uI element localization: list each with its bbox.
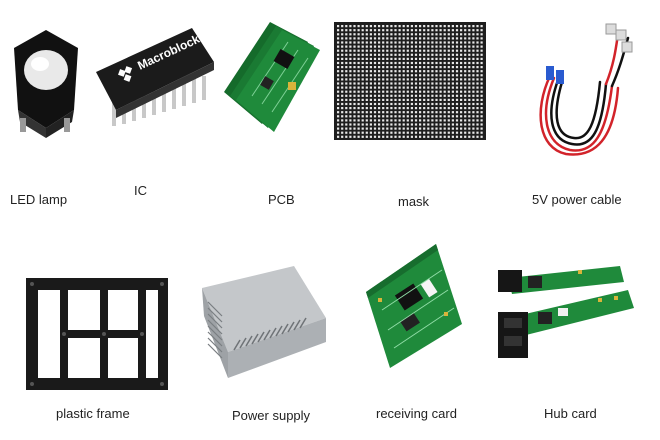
power-cable-image — [526, 16, 636, 156]
plastic-frame-label: plastic frame — [56, 406, 130, 421]
hub-card-image — [498, 260, 640, 364]
power-cable-label: 5V power cable — [532, 192, 622, 207]
led-lamp-label: LED lamp — [10, 192, 68, 207]
mask-image — [334, 22, 486, 140]
ic-image: Macroblock — [92, 14, 217, 139]
receiving-card-label: receiving card — [376, 406, 457, 421]
power-supply-image — [198, 262, 330, 382]
mask-label: mask — [398, 194, 430, 209]
pcb-label: PCB — [268, 192, 295, 207]
led-lamp-image — [6, 18, 84, 138]
hub-card-label: Hub card — [544, 406, 597, 421]
pcb-image — [218, 12, 328, 137]
plastic-frame-image — [26, 278, 168, 390]
power-supply-label: Power supply — [232, 408, 311, 423]
ic-label: IC — [134, 183, 147, 198]
receiving-card-image — [362, 240, 464, 372]
